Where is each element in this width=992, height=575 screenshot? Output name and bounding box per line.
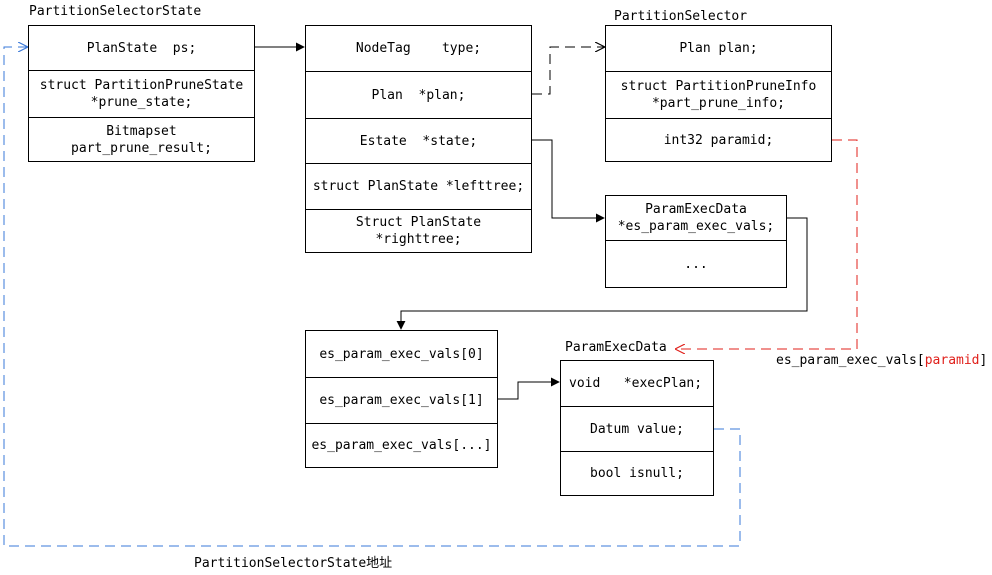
paramid-index-label: es_param_exec_vals[paramid] bbox=[776, 353, 987, 369]
arrow-value-to-partitionselectorstate bbox=[3, 47, 741, 547]
partition-selector-title: PartitionSelector bbox=[614, 9, 748, 24]
field-type: NodeTag type; bbox=[355, 41, 482, 56]
field-paramid: int32 paramid; bbox=[606, 118, 831, 161]
paramid-index-prefix: es_param_exec_vals[ bbox=[776, 353, 925, 368]
estate-struct: ParamExecData *es_param_exec_vals; ... bbox=[605, 195, 787, 288]
field-state: Estate *state; bbox=[306, 118, 531, 163]
partition-selector-state-struct: PlanState ps; struct PartitionPruneState… bbox=[28, 25, 255, 162]
partition-selector-state-title: PartitionSelectorState bbox=[29, 4, 202, 19]
field-plan-plan: Plan plan; bbox=[679, 41, 758, 56]
arrow-vals1-to-paramexecdata bbox=[497, 377, 560, 400]
arrow-paramid-to-index bbox=[676, 139, 858, 349]
paramid-index-suffix: ] bbox=[979, 353, 988, 368]
field-righttree: Struct PlanState *righttree; bbox=[306, 209, 531, 252]
field-es-param-exec-vals: ParamExecData *es_param_exec_vals; bbox=[617, 202, 775, 234]
array-element-1: es_param_exec_vals[1] bbox=[306, 377, 497, 423]
field-ellipsis: ... bbox=[606, 240, 786, 287]
array-element-rest: es_param_exec_vals[...] bbox=[306, 423, 497, 467]
field-plan: Plan *plan; bbox=[306, 71, 531, 118]
field-prune-state: struct PartitionPruneState *prune_state; bbox=[29, 70, 254, 117]
exec-vals-array: es_param_exec_vals[0] es_param_exec_vals… bbox=[305, 330, 498, 468]
array-element-0: es_param_exec_vals[0] bbox=[319, 346, 484, 362]
param-exec-data-struct: void *execPlan; Datum value; bool isnull… bbox=[560, 360, 714, 496]
field-lefttree: struct PlanState *lefttree; bbox=[306, 163, 531, 209]
arrow-state-to-estate bbox=[532, 139, 605, 223]
param-exec-data-title: ParamExecData bbox=[565, 340, 667, 355]
field-datum-value: Datum value; bbox=[561, 406, 713, 451]
arrow-execvals-to-array bbox=[396, 217, 808, 330]
field-exec-plan: void *execPlan; bbox=[569, 376, 703, 391]
field-ps: PlanState ps; bbox=[86, 40, 197, 56]
field-isnull: bool isnull; bbox=[561, 451, 713, 495]
field-part-prune-info: struct PartitionPruneInfo *part_prune_in… bbox=[606, 71, 831, 118]
address-label: PartitionSelectorState地址 bbox=[194, 556, 393, 571]
arrow-plan-to-partitionselector bbox=[532, 47, 604, 95]
paramid-index-name: paramid bbox=[924, 353, 980, 368]
field-part-prune-result: Bitmapset part_prune_result; bbox=[29, 117, 254, 161]
plan-state-struct: NodeTag type; Plan *plan; Estate *state;… bbox=[305, 25, 532, 253]
partition-selector-struct: Plan plan; struct PartitionPruneInfo *pa… bbox=[605, 25, 832, 162]
